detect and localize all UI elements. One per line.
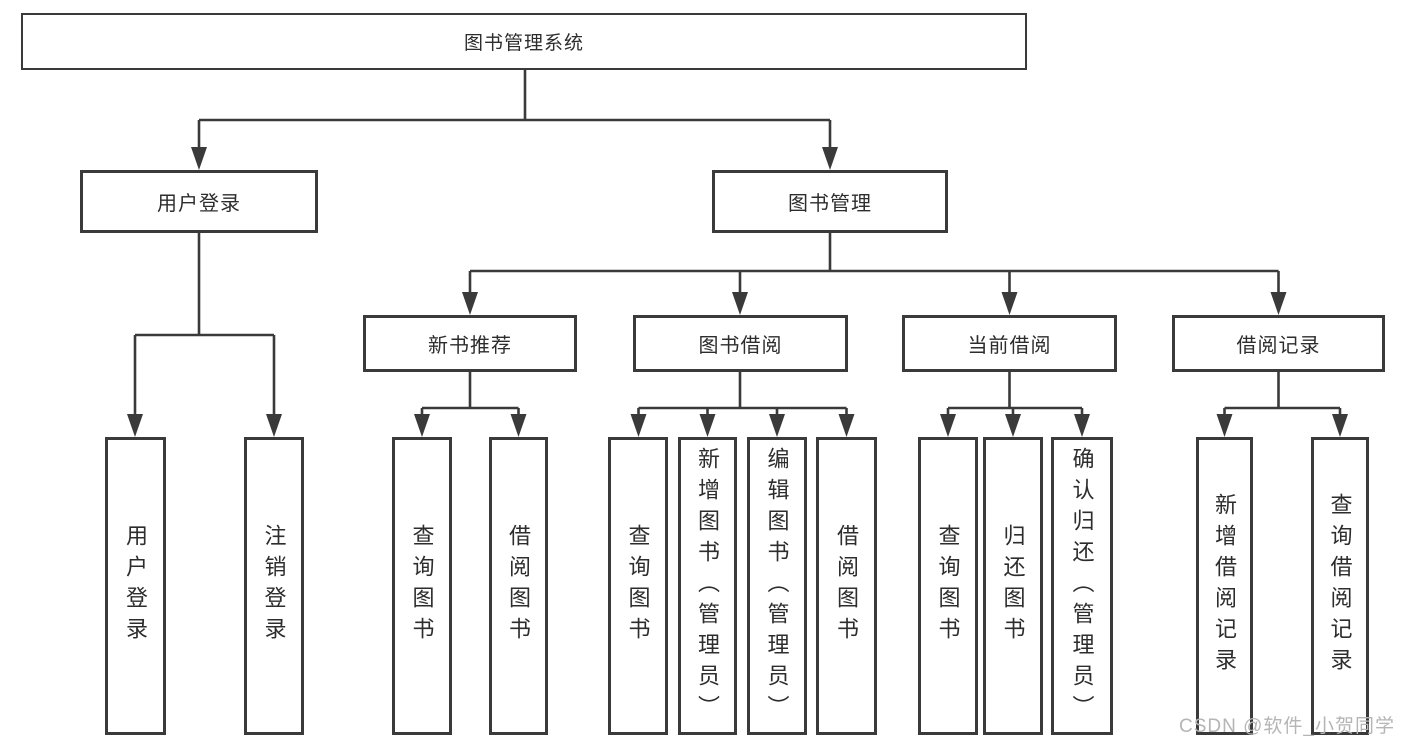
node-book-borrow: 图书借阅: [633, 315, 848, 372]
arrowhead: [1074, 414, 1090, 437]
edge-user-login-to-leaves: [133, 233, 276, 418]
arrowhead: [510, 414, 527, 437]
leaf-label: 借阅图书: [506, 524, 532, 648]
edge-current-borrow-to-leaves: [946, 372, 1084, 418]
leaf-bb-add-books-admin: 新增图书（管理员）: [678, 437, 737, 735]
edge-lines: [133, 70, 1342, 418]
arrowhead: [127, 414, 143, 437]
arrowhead: [838, 414, 855, 437]
leaf-bb-query-books: 查询图书: [608, 437, 668, 735]
leaf-label: 查询借阅记录: [1327, 493, 1353, 679]
watermark: CSDN @软件_小贺同学: [1179, 716, 1395, 737]
leaf-nb-query-books: 查询图书: [392, 437, 452, 735]
arrowhead: [699, 414, 716, 437]
arrowhead: [732, 292, 748, 315]
leaf-label: 确认归还（管理员）: [1069, 446, 1095, 726]
edge-borrow-record-to-leaves: [1223, 372, 1342, 418]
node-user-login: 用户登录: [80, 170, 318, 233]
leaf-bb-borrow-books: 借阅图书: [816, 437, 877, 735]
edge-arrowheads: [127, 147, 1348, 437]
leaf-label: 编辑图书（管理员）: [764, 446, 790, 726]
leaf-label: 查询图书: [625, 524, 651, 648]
leaf-label: 注销登录: [261, 524, 287, 648]
arrowhead: [1270, 292, 1287, 315]
arrowhead: [769, 414, 785, 437]
leaf-br-query-record: 查询借阅记录: [1311, 437, 1369, 735]
leaf-label: 用户登录: [123, 524, 149, 648]
leaf-label: 新增借阅记录: [1212, 493, 1238, 679]
node-borrow-records: 借阅记录: [1172, 315, 1385, 372]
leaf-cb-query-books: 查询图书: [918, 437, 978, 735]
leaf-bb-edit-books-admin: 编辑图书（管理员）: [747, 437, 807, 735]
leaf-cb-return-books: 归还图书: [983, 437, 1043, 735]
arrowhead: [1005, 414, 1021, 437]
arrowhead: [940, 414, 956, 437]
node-root-system: 图书管理系统: [21, 13, 1027, 70]
arrowhead: [1216, 414, 1233, 437]
arrowhead: [266, 414, 282, 437]
leaf-label: 新增图书（管理员）: [695, 446, 721, 726]
arrowhead: [822, 147, 838, 170]
edge-root-to-level2: [197, 70, 832, 150]
node-new-book-recommend: 新书推荐: [363, 315, 577, 372]
leaf-label: 查询图书: [409, 524, 435, 648]
edge-new-book-to-leaves: [420, 372, 520, 418]
leaf-cb-confirm-return-admin: 确认归还（管理员）: [1051, 437, 1113, 735]
edge-book-borrow-to-leaves: [637, 372, 848, 418]
leaf-br-add-record: 新增借阅记录: [1196, 437, 1253, 735]
node-book-management: 图书管理: [712, 170, 948, 233]
edge-book-mgmt-to-level3: [468, 233, 1280, 295]
arrowhead: [462, 292, 478, 315]
node-current-borrow: 当前借阅: [902, 315, 1117, 372]
arrowhead: [1001, 292, 1018, 315]
arrowhead: [1332, 414, 1348, 437]
leaf-label: 归还图书: [1000, 524, 1026, 648]
arrowhead: [414, 414, 430, 437]
leaf-user-login: 用户登录: [105, 437, 166, 735]
leaf-label: 查询图书: [935, 524, 961, 648]
arrowhead: [630, 414, 647, 437]
leaf-nb-borrow-books: 借阅图书: [489, 437, 548, 735]
leaf-logout: 注销登录: [244, 437, 304, 735]
arrowhead: [191, 147, 207, 170]
leaf-label: 借阅图书: [834, 524, 860, 648]
